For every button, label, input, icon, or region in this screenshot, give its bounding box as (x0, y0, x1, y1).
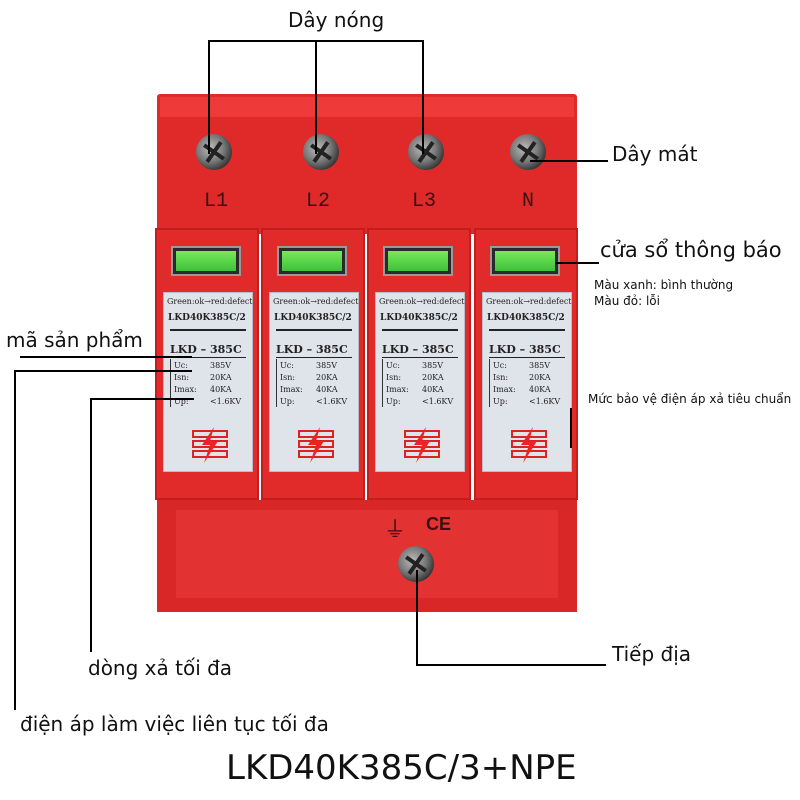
device-bottom-panel (176, 510, 558, 598)
label-model: LKD – 385C (276, 343, 348, 356)
terminal-screw-l3 (408, 134, 444, 170)
terminal-label-l1: L1 (204, 190, 229, 213)
hot-wire-line-l3 (422, 40, 424, 154)
model-title: LKD40K385C/3+NPE (226, 748, 577, 788)
max-discharge-line-h (90, 398, 194, 400)
spec-key: Up: (174, 397, 189, 406)
spec-key: Isn: (174, 373, 190, 382)
voltage-protection-line (570, 408, 572, 448)
spec-key: Uc: (280, 361, 294, 370)
spec-value: 20KA (316, 373, 338, 382)
lightning-icon (404, 427, 440, 463)
ground-line-h (416, 664, 606, 666)
terminal-screw-n (510, 134, 546, 170)
product-code-label: mã sản phẩm (6, 328, 143, 352)
module-label-card: Green:ok→red:defect LKD40K385C/2 LKD – 3… (269, 292, 359, 472)
indicator-window (383, 246, 453, 276)
terminal-screw-l1 (196, 134, 232, 170)
ce-mark-icon: CE (426, 514, 452, 534)
spec-value: 40KA (529, 385, 551, 394)
terminal-screw-l2 (303, 134, 339, 170)
spec-value: <1.6KV (422, 397, 454, 406)
ground-label: Tiếp địa (612, 642, 692, 666)
spec-value: 385V (422, 361, 444, 370)
spec-value: 40KA (210, 385, 232, 394)
spec-key: Imax: (493, 385, 516, 394)
label-model: LKD – 385C (382, 343, 454, 356)
label-model: LKD – 385C (170, 343, 242, 356)
spec-value: 40KA (422, 385, 444, 394)
terminal-label-l3: L3 (412, 190, 437, 213)
indicator-window-line (555, 262, 599, 264)
spec-key: Imax: (280, 385, 303, 394)
spec-value: 40KA (316, 385, 338, 394)
label-legend: Green:ok→red:defect (379, 297, 465, 306)
max-discharge-label: dòng xả tối đa (88, 656, 233, 680)
product-code-line (20, 356, 192, 358)
module-4: Green:ok→red:defect LKD40K385C/2 LKD – 3… (474, 228, 578, 500)
spec-key: Isn: (280, 373, 296, 382)
spec-value: 385V (210, 361, 232, 370)
spec-value: 385V (529, 361, 551, 370)
label-part-number: LKD40K385C/2 (274, 313, 352, 323)
hot-wire-line-l1 (208, 40, 210, 154)
lightning-icon (511, 427, 547, 463)
label-legend: Green:ok→red:defect (273, 297, 359, 306)
module-1: Green:ok→red:defect LKD40K385C/2 LKD – 3… (155, 228, 259, 500)
neutral-wire-label: Dây mát (612, 142, 698, 166)
module-label-card: Green:ok→red:defect LKD40K385C/2 LKD – 3… (375, 292, 465, 472)
terminal-label-l2: L2 (306, 190, 331, 213)
spec-key: Isn: (493, 373, 509, 382)
spec-value: 20KA (422, 373, 444, 382)
ground-symbol-icon: ⏚ (384, 518, 407, 543)
terminal-label-n: N (522, 190, 535, 213)
red-note-label: Màu đỏ: lỗi (594, 294, 660, 308)
module-3: Green:ok→red:defect LKD40K385C/2 LKD – 3… (367, 228, 471, 500)
spec-value: 20KA (529, 373, 551, 382)
label-legend: Green:ok→red:defect (167, 297, 253, 306)
spec-key: Uc: (174, 361, 188, 370)
spec-value: <1.6KV (316, 397, 348, 406)
lightning-icon (192, 427, 228, 463)
hot-wire-label: Dây nóng (288, 8, 385, 32)
module-label-card: Green:ok→red:defect LKD40K385C/2 LKD – 3… (482, 292, 572, 472)
neutral-wire-line (530, 160, 608, 162)
hot-wire-line-l2 (315, 40, 317, 154)
label-part-number: LKD40K385C/2 (487, 313, 565, 323)
spec-key: Up: (386, 397, 401, 406)
indicator-window (171, 246, 241, 276)
label-model: LKD – 385C (489, 343, 561, 356)
device-top-highlight (160, 97, 574, 117)
lightning-icon (298, 427, 334, 463)
spec-key: Isn: (386, 373, 402, 382)
indicator-window-label: cửa sổ thông báo (600, 238, 782, 262)
spec-value: <1.6KV (210, 397, 242, 406)
indicator-window (277, 246, 347, 276)
voltage-protection-label: Mức bảo vệ điện áp xả tiêu chuẩn (588, 392, 792, 406)
module-label-card: Green:ok→red:defect LKD40K385C/2 LKD – 3… (163, 292, 253, 472)
max-discharge-line-v (90, 398, 92, 652)
spec-value: 385V (316, 361, 338, 370)
max-voltage-line-v (14, 370, 16, 710)
label-legend: Green:ok→red:defect (486, 297, 572, 306)
spec-key: Uc: (493, 361, 507, 370)
ground-line-v (416, 570, 418, 666)
spec-key: Uc: (386, 361, 400, 370)
max-voltage-line-h (14, 370, 192, 372)
spec-key: Imax: (386, 385, 409, 394)
spec-value: 20KA (210, 373, 232, 382)
module-2: Green:ok→red:defect LKD40K385C/2 LKD – 3… (261, 228, 365, 500)
spec-value: <1.6KV (529, 397, 561, 406)
spec-key: Up: (493, 397, 508, 406)
spec-key: Imax: (174, 385, 197, 394)
label-part-number: LKD40K385C/2 (380, 313, 458, 323)
indicator-window (490, 246, 560, 276)
green-note-label: Màu xanh: bình thường (594, 278, 734, 292)
max-voltage-label: điện áp làm việc liên tục tối đa (20, 712, 329, 736)
label-part-number: LKD40K385C/2 (168, 313, 246, 323)
spec-key: Up: (280, 397, 295, 406)
